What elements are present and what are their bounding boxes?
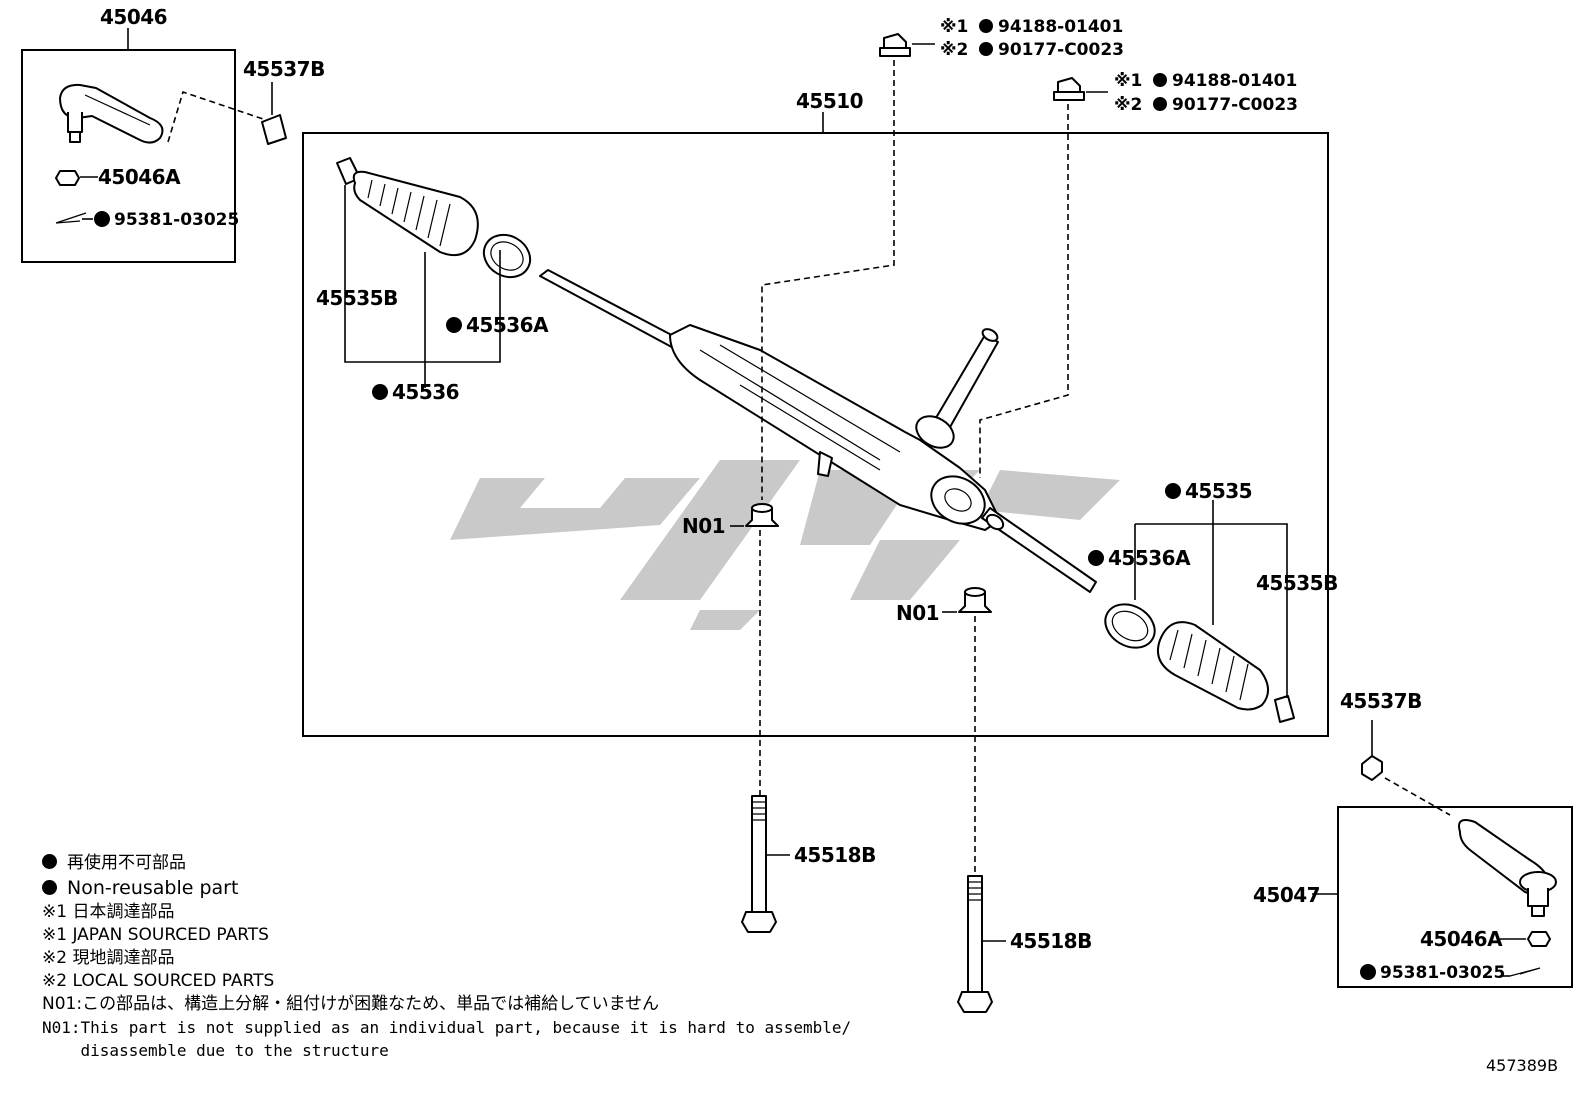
label-mark1-top: ※1 (940, 17, 968, 37)
label-box-right: 45047 (1253, 883, 1320, 907)
cotter-pin-left (55, 212, 93, 224)
label-bushing-right: N01 (896, 601, 939, 625)
label-nut1-a: 94188-01401 (998, 17, 1123, 37)
label-bushing-left: N01 (682, 514, 725, 538)
legend-row-n01-en-cont: disassemble due to the structure (42, 1041, 389, 1060)
nonreusable-dot (1088, 550, 1104, 566)
legend-row-japan-jp: ※1 日本調達部品 (42, 902, 175, 922)
legend-row-n01-en: N01:This part is not supplied as an indi… (42, 1018, 852, 1037)
nonreusable-dot (1360, 964, 1376, 980)
label-nut-right: 45046A (1420, 927, 1503, 951)
legend: 再使用不可部品 Non-reusable part ※1 日本調達部品 ※1 J… (42, 852, 882, 1062)
legend-row-local-en: ※2 LOCAL SOURCED PARTS (42, 971, 275, 991)
legend-row-nonreusable-jp: 再使用不可部品 (42, 852, 882, 875)
label-mark1-second: ※1 (1114, 71, 1142, 91)
rack-boot-right (1156, 621, 1269, 711)
nonreusable-dot-icon (42, 880, 57, 895)
tie-rod-end-right (1458, 819, 1557, 917)
nonreusable-dot (94, 211, 110, 227)
label-clip-left: 45535B (316, 286, 398, 310)
boot-clamp-left (482, 233, 532, 279)
label-bolt-left: 45518B (794, 843, 876, 867)
dust-cap-right (1361, 720, 1383, 781)
label-mark2-second: ※2 (1114, 95, 1142, 115)
boot-clip-right (1274, 695, 1295, 723)
nut-top-left (879, 33, 935, 57)
nonreusable-dot (1153, 97, 1167, 111)
boot-clamp-right (1104, 603, 1156, 649)
nonreusable-dot (446, 317, 462, 333)
nut-right (1500, 931, 1551, 947)
legend-row-local-jp: ※2 現地調達部品 (42, 948, 175, 968)
label-nut2-a: 94188-01401 (1172, 71, 1297, 91)
nonreusable-dot (372, 384, 388, 400)
nut-top-right (1053, 77, 1108, 101)
nonreusable-dot-icon (42, 854, 57, 869)
label-nut1-b: 90177-C0023 (998, 40, 1124, 60)
rack-assembly-box (302, 132, 1329, 737)
nut-left (55, 170, 98, 186)
nonreusable-dot (979, 19, 993, 33)
tie-rod-end-left-box (21, 49, 236, 263)
nonreusable-dot (1153, 73, 1167, 87)
watermark (450, 460, 1120, 630)
legend-row-nonreusable-en: Non-reusable part (42, 875, 882, 901)
label-mark2-top: ※2 (940, 40, 968, 60)
label-clip-right: 45535B (1256, 571, 1338, 595)
diagram-reference-number: 457389B (1486, 1056, 1559, 1075)
label-cap-top-left: 45537B (243, 57, 325, 81)
legend-row-n01-jp: N01:この部品は、構造上分解・組付けが困難なため、単品では補給していません (42, 994, 660, 1014)
label-boot-left: 45536 (392, 380, 459, 404)
dust-cap-left (261, 82, 287, 145)
label-box-left: 45046 (100, 5, 167, 29)
label-clamp-left: 45536A (466, 313, 549, 337)
nonreusable-dot (979, 42, 993, 56)
label-cap-right: 45537B (1340, 689, 1422, 713)
label-nut-left: 45046A (98, 165, 181, 189)
label-pin-right: 95381-03025 (1380, 963, 1505, 983)
label-rack: 45510 (796, 89, 863, 113)
label-boot-right: 45535 (1185, 479, 1252, 503)
bolt-right (957, 875, 1006, 1013)
label-clamp-right: 45536A (1108, 546, 1191, 570)
label-pin-left: 95381-03025 (114, 210, 239, 230)
label-bolt-right: 45518B (1010, 929, 1092, 953)
bushing-left (730, 503, 779, 527)
label-nut2-b: 90177-C0023 (1172, 95, 1298, 115)
bushing-right (942, 587, 992, 613)
steering-rack-housing (539, 269, 1097, 593)
tie-rod-end-left (59, 83, 164, 144)
cotter-pin-right (1500, 967, 1541, 977)
nonreusable-dot (1165, 483, 1181, 499)
legend-row-japan-en: ※1 JAPAN SOURCED PARTS (42, 925, 269, 945)
rack-boot-left (352, 170, 479, 256)
bolt-left (741, 795, 790, 933)
tie-rod-end-right-box (1337, 806, 1573, 988)
